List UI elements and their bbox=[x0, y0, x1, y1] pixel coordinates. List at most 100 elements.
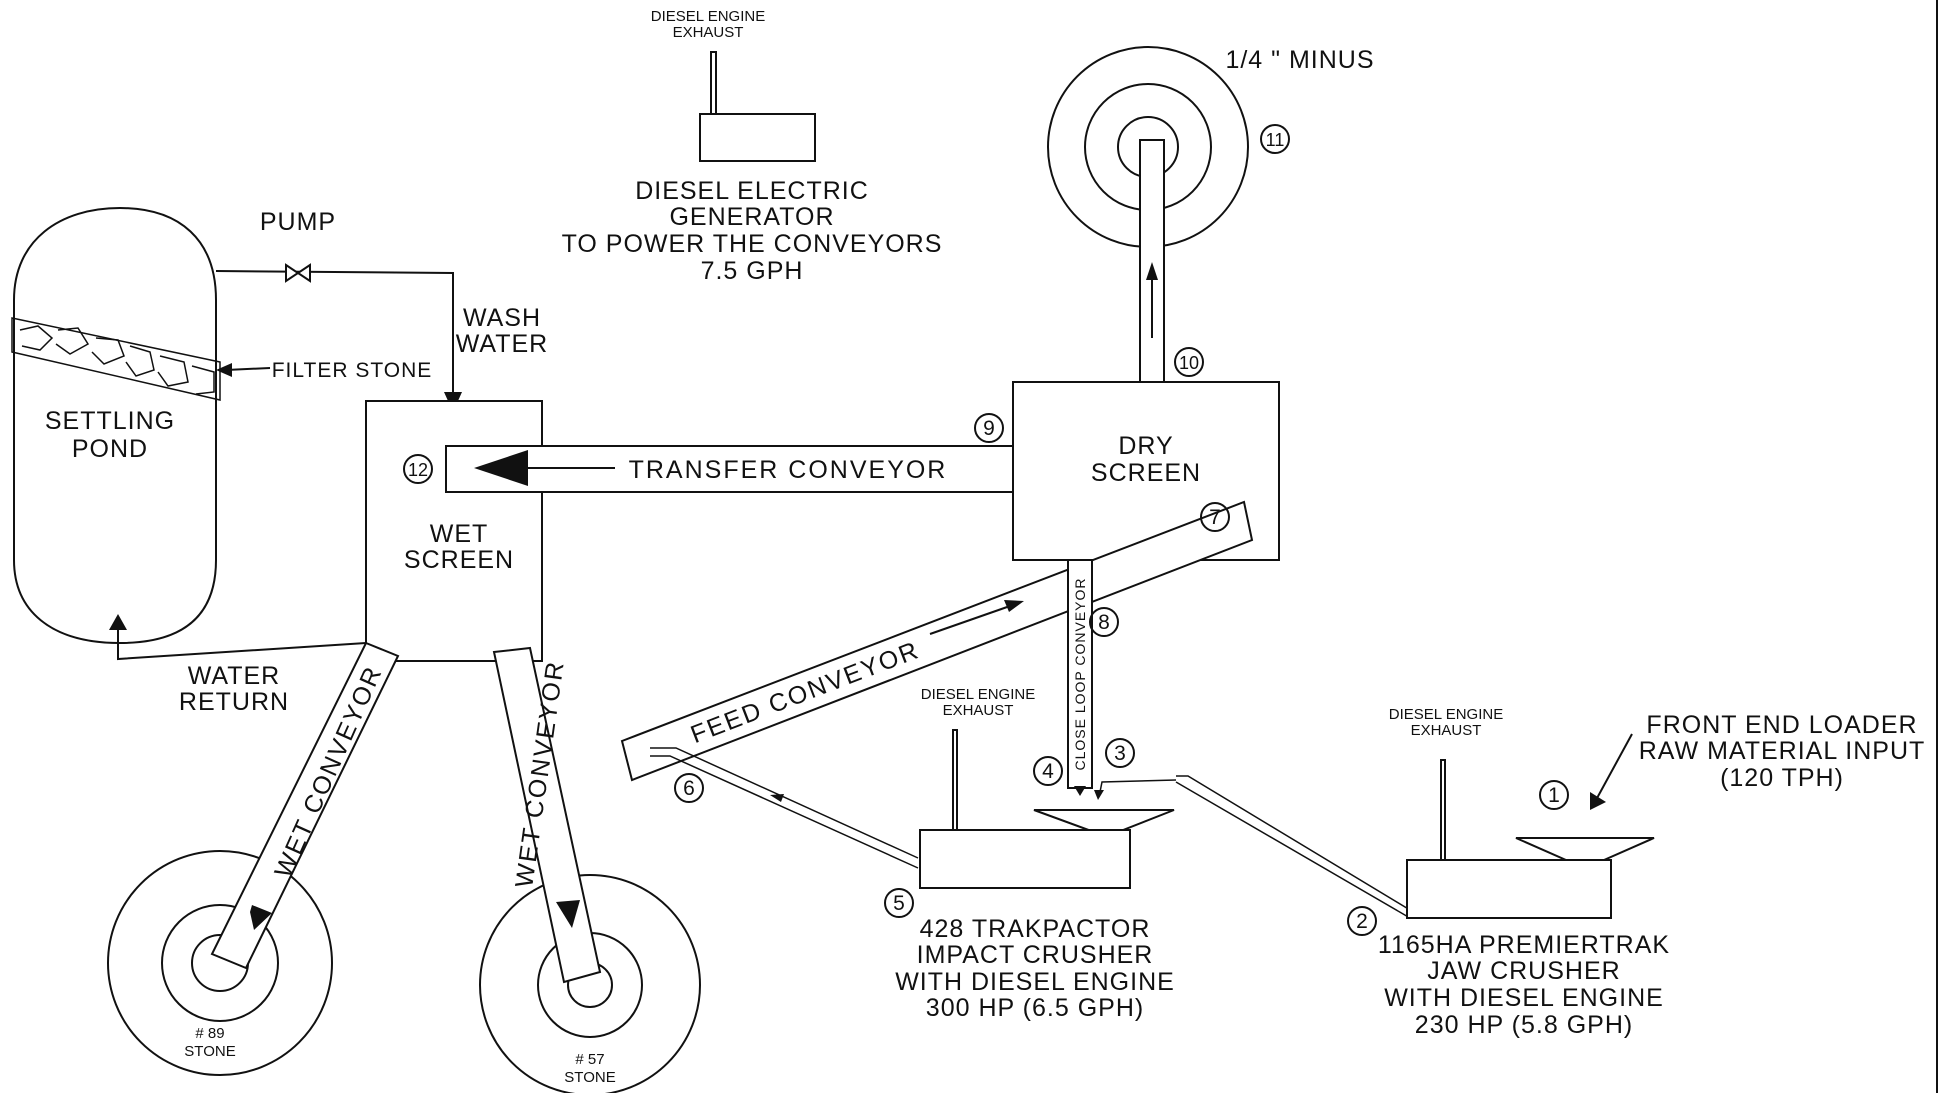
wash-water-label-line1: WASH bbox=[463, 304, 541, 332]
impact-crusher-hopper bbox=[1033, 809, 1175, 833]
impact-crusher-label-line2: IMPACT CRUSHER bbox=[917, 941, 1154, 969]
svg-text:8: 8 bbox=[1098, 611, 1110, 634]
marker-4: 4 bbox=[1033, 756, 1063, 786]
wet-screen-box bbox=[365, 400, 543, 662]
jaw-exhaust-label-line1: DIESEL ENGINE bbox=[1389, 706, 1503, 723]
settling-pond-label-line1: SETTLING bbox=[45, 407, 175, 435]
jaw-crusher-label-line1: 1165HA PREMIERTRAK bbox=[1378, 931, 1670, 959]
marker-7: 7 bbox=[1200, 502, 1230, 532]
dry-screen-label-line2: SCREEN bbox=[1091, 459, 1201, 487]
transfer-conveyor: TRANSFER CONVEYOR bbox=[445, 445, 1017, 493]
loader-label-line3: (120 TPH) bbox=[1720, 764, 1844, 792]
stone-89-label-line1: # 89 bbox=[195, 1025, 224, 1042]
filter-stone-label: FILTER STONE bbox=[272, 359, 433, 382]
settling-pond-label-line2: POND bbox=[72, 435, 148, 463]
generator-label-line2: GENERATOR bbox=[669, 203, 834, 231]
filter-stone-arrowhead bbox=[216, 363, 232, 377]
svg-text:4: 4 bbox=[1042, 760, 1054, 783]
jaw-crusher-label-line3: WITH DIESEL ENGINE bbox=[1384, 984, 1664, 1012]
feed-return-line-upper bbox=[650, 747, 919, 859]
step-markers: 1 2 3 4 5 6 7 8 9 10 11 12 bbox=[403, 124, 1569, 936]
stone-89-label-line2: STONE bbox=[184, 1043, 235, 1060]
quarter-minus-label: 1/4 " MINUS bbox=[1225, 46, 1374, 74]
jaw-crusher: DIESEL ENGINE EXHAUST 1165HA PREMIERTRAK… bbox=[1378, 706, 1670, 1039]
jaw-exhaust-label-line2: EXHAUST bbox=[1411, 722, 1482, 739]
transfer-conveyor-arrowhead bbox=[474, 450, 528, 486]
generator: DIESEL ENGINE EXHAUST DIESEL ELECTRIC GE… bbox=[562, 8, 942, 285]
svg-text:11: 11 bbox=[1266, 130, 1285, 150]
radial-stacker bbox=[1139, 139, 1165, 383]
filter-stone-pointer-line bbox=[225, 367, 271, 371]
jaw-crusher-unit bbox=[1406, 859, 1612, 919]
svg-text:10: 10 bbox=[1179, 353, 1199, 373]
wet-conveyor-right-belt bbox=[492, 646, 602, 984]
pump-valve-right bbox=[296, 263, 311, 283]
wet-screen-label-line1: WET bbox=[430, 520, 489, 548]
generator-exhaust-label-line1: DIESEL ENGINE bbox=[651, 8, 765, 25]
marker-5: 5 bbox=[884, 888, 914, 918]
impact-crusher: DIESEL ENGINE EXHAUST 428 TRAKPACTOR IMP… bbox=[895, 686, 1175, 1022]
loader-pointer-line bbox=[1595, 733, 1633, 801]
impact-crusher-label-line4: 300 HP (6.5 GPH) bbox=[926, 994, 1144, 1022]
generator-label-line1: DIESEL ELECTRIC bbox=[635, 177, 869, 205]
marker-9: 9 bbox=[974, 413, 1004, 443]
stone-57-label-line1: # 57 bbox=[575, 1051, 604, 1068]
jaw-to-impact-arrowhead bbox=[1094, 790, 1104, 800]
wet-conveyor-left-belt bbox=[210, 641, 400, 970]
feed-conveyor-arrowhead bbox=[1004, 600, 1024, 612]
feed-conveyor-flow-line bbox=[929, 605, 1011, 635]
jaw-exhaust-stack bbox=[1440, 759, 1446, 861]
stone-57-label-line2: STONE bbox=[564, 1069, 615, 1086]
impact-exhaust-label-line1: DIESEL ENGINE bbox=[921, 686, 1035, 703]
water-return-arrowhead bbox=[109, 614, 127, 630]
jaw-crusher-label-line2: JAW CRUSHER bbox=[1427, 957, 1620, 985]
impact-crusher-unit bbox=[919, 829, 1131, 889]
marker-10: 10 bbox=[1174, 347, 1204, 377]
marker-1: 1 bbox=[1539, 780, 1569, 810]
jaw-to-impact-line-3 bbox=[1176, 775, 1411, 911]
wet-screen: WET SCREEN bbox=[365, 400, 543, 662]
filter-stone-pattern bbox=[19, 325, 215, 395]
impact-crusher-label-line1: 428 TRAKPACTOR bbox=[920, 915, 1151, 943]
generator-exhaust-stack bbox=[710, 51, 717, 116]
loader-label-line1: FRONT END LOADER bbox=[1646, 711, 1917, 739]
filter-stone-band bbox=[11, 317, 221, 401]
generator-unit bbox=[699, 113, 816, 162]
close-loop-arrowhead bbox=[1074, 786, 1086, 796]
impact-crusher-label-line3: WITH DIESEL ENGINE bbox=[895, 968, 1175, 996]
stone-89-outer-ring bbox=[107, 850, 333, 1076]
water-return-label-line1: WATER bbox=[188, 662, 281, 690]
jaw-to-impact-line-1 bbox=[1099, 779, 1177, 793]
svg-text:1: 1 bbox=[1548, 784, 1560, 807]
stone-89-middle-ring bbox=[161, 904, 279, 1022]
generator-label-line4: 7.5 GPH bbox=[701, 257, 804, 285]
transfer-conveyor-label: TRANSFER CONVEYOR bbox=[629, 456, 948, 484]
loader-label-line2: RAW MATERIAL INPUT bbox=[1639, 737, 1926, 765]
close-loop-conveyor-label: CLOSE LOOP CONVEYOR bbox=[1072, 577, 1088, 770]
svg-text:6: 6 bbox=[683, 777, 695, 800]
feed-return-line-lower bbox=[650, 755, 919, 869]
generator-exhaust-label-line2: EXHAUST bbox=[673, 24, 744, 41]
stone-57-outer-ring bbox=[479, 874, 701, 1093]
water-return-label-line2: RETURN bbox=[179, 688, 289, 716]
wet-conveyor-left-arrowhead bbox=[250, 905, 272, 930]
pump-label: PUMP bbox=[260, 208, 336, 236]
jaw-crusher-hopper bbox=[1515, 837, 1655, 861]
jaw-crusher-label-line4: 230 HP (5.8 GPH) bbox=[1415, 1011, 1633, 1039]
wash-water-label-line2: WATER bbox=[456, 330, 549, 358]
quarter-minus-stockpile: 1/4 " MINUS bbox=[1047, 46, 1374, 383]
wet-conveyor-right: WET CONVEYOR # 57 STONE bbox=[479, 646, 701, 1093]
wet-conveyor-right-arrowhead bbox=[556, 900, 580, 928]
stacker-arrowhead bbox=[1146, 262, 1158, 280]
marker-12: 12 bbox=[403, 454, 433, 484]
svg-text:7: 7 bbox=[1209, 506, 1221, 529]
dry-screen-label-line1: DRY bbox=[1118, 432, 1173, 460]
marker-3: 3 bbox=[1105, 738, 1135, 768]
svg-text:12: 12 bbox=[408, 460, 428, 480]
marker-2: 2 bbox=[1347, 906, 1377, 936]
svg-text:3: 3 bbox=[1114, 742, 1126, 765]
marker-11: 11 bbox=[1260, 124, 1290, 154]
close-loop-conveyor: CLOSE LOOP CONVEYOR bbox=[1067, 559, 1093, 796]
feed-return-arrowhead bbox=[770, 794, 784, 802]
